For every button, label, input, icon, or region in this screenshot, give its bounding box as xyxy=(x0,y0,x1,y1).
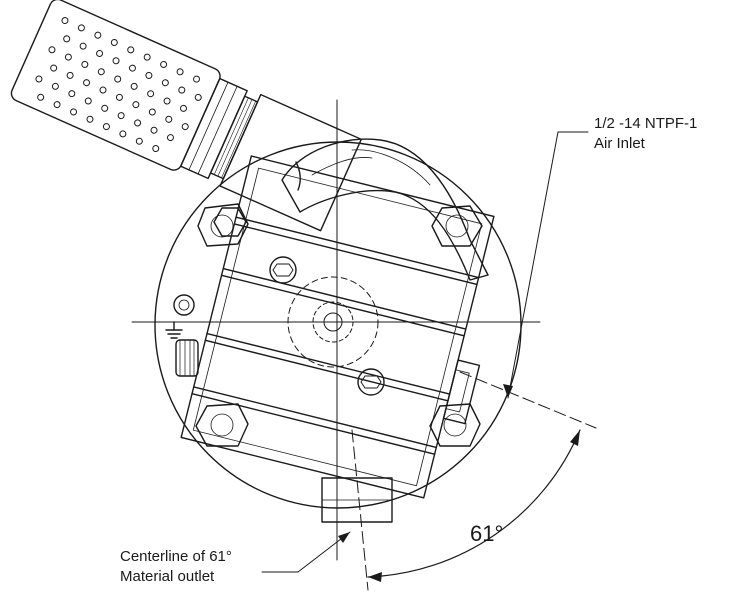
outlet-callout: Centerline of 61° Material outlet xyxy=(120,547,232,587)
inlet-centerline xyxy=(459,371,597,429)
bolt-top-left xyxy=(197,203,249,247)
air-manifold xyxy=(281,138,489,281)
ground-lug xyxy=(165,294,195,339)
screw-upper xyxy=(269,256,297,284)
air-inlet-leader xyxy=(507,131,589,399)
material-outlet-nozzle xyxy=(321,477,393,523)
angle-dimension-arc xyxy=(367,429,581,578)
screw-lower xyxy=(357,368,385,396)
air-inlet-callout: 1/2 -14 NTPF-1 Air Inlet xyxy=(594,114,697,154)
bolt-bottom-left xyxy=(195,403,249,447)
muffler-assembly xyxy=(10,0,362,232)
outlet-centerline-label: Centerline of 61° xyxy=(120,548,232,565)
air-inlet-label: Air Inlet xyxy=(594,135,645,152)
bolt-bottom-right xyxy=(429,403,481,447)
angle-label: 61° xyxy=(470,521,504,546)
outlet-leader xyxy=(261,531,351,573)
bolt-top-right xyxy=(431,205,483,247)
material-outlet-label: Material outlet xyxy=(120,568,215,585)
knurled-knob xyxy=(175,339,199,377)
outlet-centerline xyxy=(351,429,369,591)
air-inlet-thread-label: 1/2 -14 NTPF-1 xyxy=(594,115,698,132)
